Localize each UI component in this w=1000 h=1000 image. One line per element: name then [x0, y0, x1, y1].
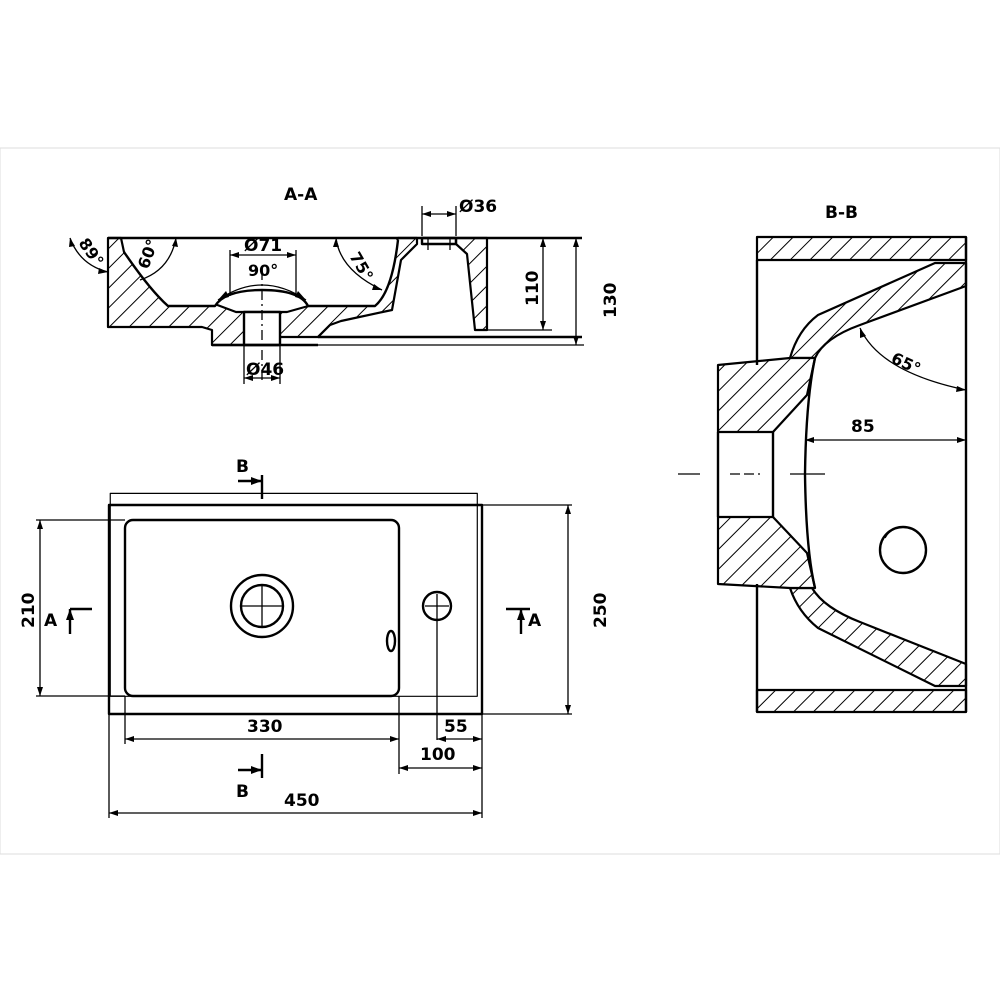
dim-height-total: 130: [601, 282, 621, 318]
dim-drain-bottom-diameter: Ø46: [246, 360, 284, 380]
section-bb-bottom-wall: [755, 688, 968, 714]
section-bb-boss-upper: [716, 356, 817, 434]
section-aa-view: A-A Ø36 Ø71 90°: [69, 185, 621, 384]
section-bb-top-wall: [755, 235, 968, 262]
drawing-frame: [0, 147, 1000, 855]
section-bb-boss-lower: [716, 515, 817, 590]
plan-overflow: [385, 629, 397, 653]
dim-depth-overall: 250: [591, 592, 611, 628]
section-bb-lower-slope: [788, 586, 968, 688]
section-a-label-left: A: [44, 611, 58, 631]
dim-tap-offset: 55: [444, 717, 468, 737]
plan-bowl: [123, 518, 401, 698]
section-aa-title: A-A: [284, 185, 318, 205]
dim-width-overall: 450: [284, 791, 320, 811]
dim-height-inner: 110: [523, 270, 543, 306]
plan-inner-rim: [109, 492, 478, 697]
dim-drain-top-diameter: Ø71: [244, 236, 282, 256]
dim-bowl-edge: 100: [420, 745, 456, 765]
dim-tap-diameter: Ø36: [459, 197, 497, 217]
dim-drain-angle: 90°: [248, 261, 278, 280]
dim-bb-depth: 85: [851, 417, 875, 437]
plan-drain-outer: [229, 573, 295, 639]
section-b-label-bottom: B: [236, 782, 249, 802]
plan-outer-rim: [107, 503, 484, 716]
dim-bb-angle: 65°: [888, 348, 923, 378]
dim-depth-inner: 210: [19, 592, 39, 628]
section-b-label-top: B: [236, 457, 249, 477]
dim-angle-outer-left: 89°: [75, 234, 108, 270]
section-bb-tap-hole-inner: [884, 526, 904, 539]
section-bb-title: B-B: [825, 203, 858, 223]
section-a-label-right: A: [528, 611, 542, 631]
section-aa-right-wall: [454, 236, 489, 332]
dim-bb-angle-arc: [859, 327, 967, 391]
dim-width-inner: 330: [247, 717, 283, 737]
section-bb-upper-slope: [788, 261, 968, 360]
plan-view: A A B B 210 250 330: [19, 457, 611, 818]
section-bb-view: B-B 85 65°: [678, 203, 968, 714]
